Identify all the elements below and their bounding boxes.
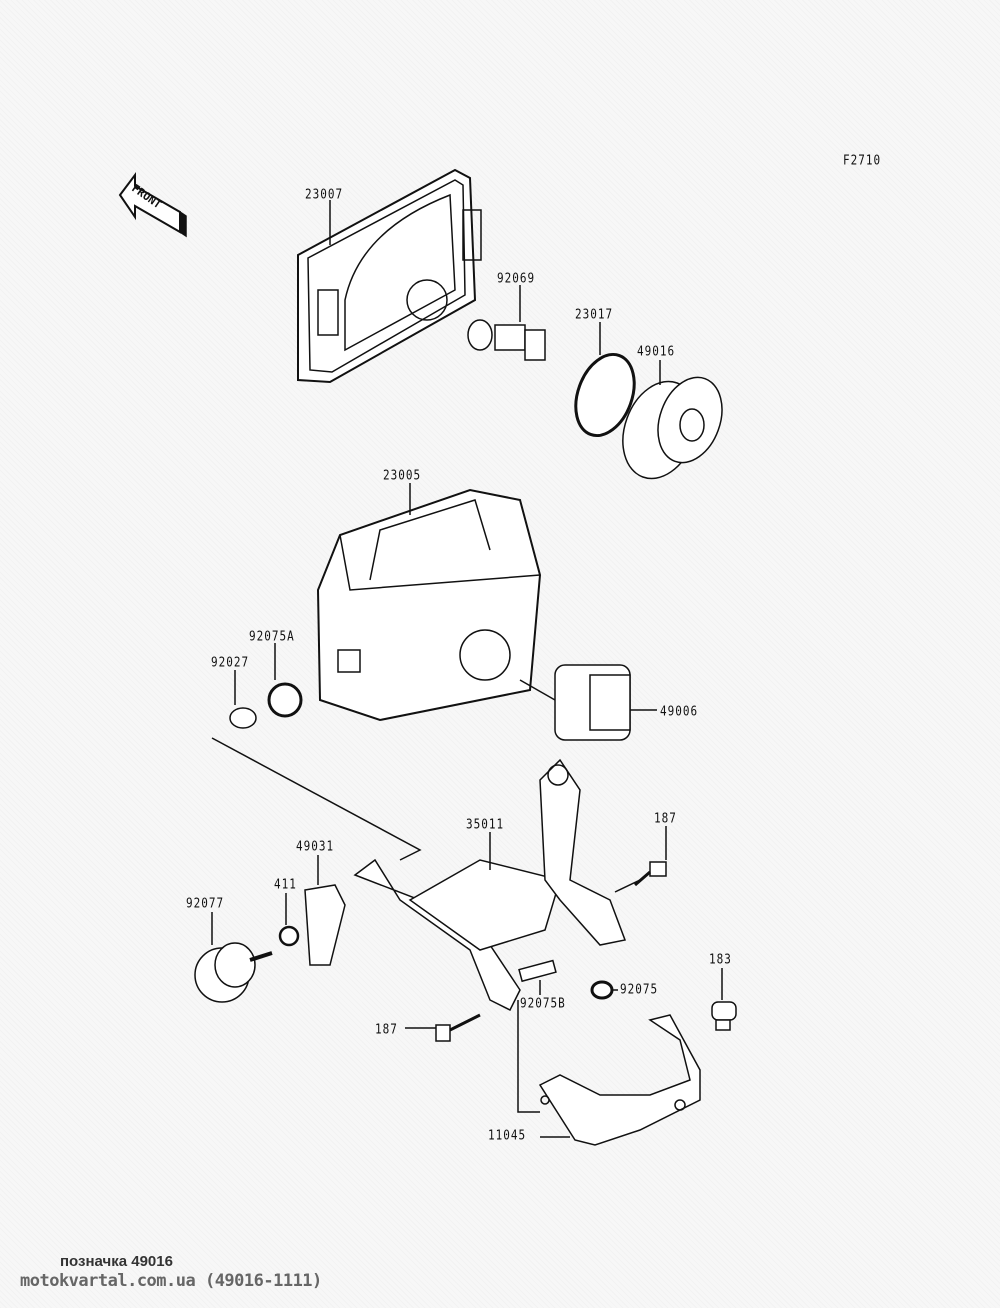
callout-92077: 92077 [186,895,225,912]
plug-183 [711,1001,737,1031]
rubber-cap-49016 [622,376,723,480]
diagram-code: F2710 [843,152,882,169]
bulb [467,319,546,361]
bracket-11045 [538,1014,701,1146]
callout-92027: 92027 [211,654,250,671]
callout-23017: 23017 [575,306,614,323]
bracket-35011 [353,758,627,1012]
callout-49016: 49016 [637,343,676,360]
callout-35011: 35011 [466,816,505,833]
callout-49031: 49031 [296,838,335,855]
caption-watermark: motokvartal.com.ua (49016-1111) [20,1271,322,1291]
caption-part-number: позначка 49016 [60,1253,173,1270]
washer-411 [278,925,300,947]
callout-411: 411 [274,876,297,893]
bolt-187-lower [435,1013,481,1042]
callout-11045: 11045 [488,1127,527,1144]
bolt-187-upper [634,861,667,887]
headlight-unit [297,168,482,384]
callout-49006: 49006 [660,703,699,720]
callout-92075A: 92075A [249,628,295,645]
callout-187-lower: 187 [375,1021,398,1038]
callout-183: 183 [709,951,732,968]
washer-92027 [229,707,257,729]
callout-187-upper: 187 [654,810,677,827]
callout-23007: 23007 [305,186,344,203]
grommet-92075A [267,682,303,718]
callout-92069: 92069 [497,270,536,287]
grommet-92075 [590,980,614,1000]
plate-49031 [304,884,346,966]
headlight-housing [316,488,542,722]
boot-49006 [554,664,631,741]
callout-23005: 23005 [383,467,422,484]
callout-92075B: 92075B [520,995,566,1012]
clip-92075B [518,959,557,983]
callout-92075: 92075 [620,981,659,998]
knob-92077 [194,942,273,1003]
retaining-ring [574,352,636,438]
front-arrow-icon [118,172,187,238]
